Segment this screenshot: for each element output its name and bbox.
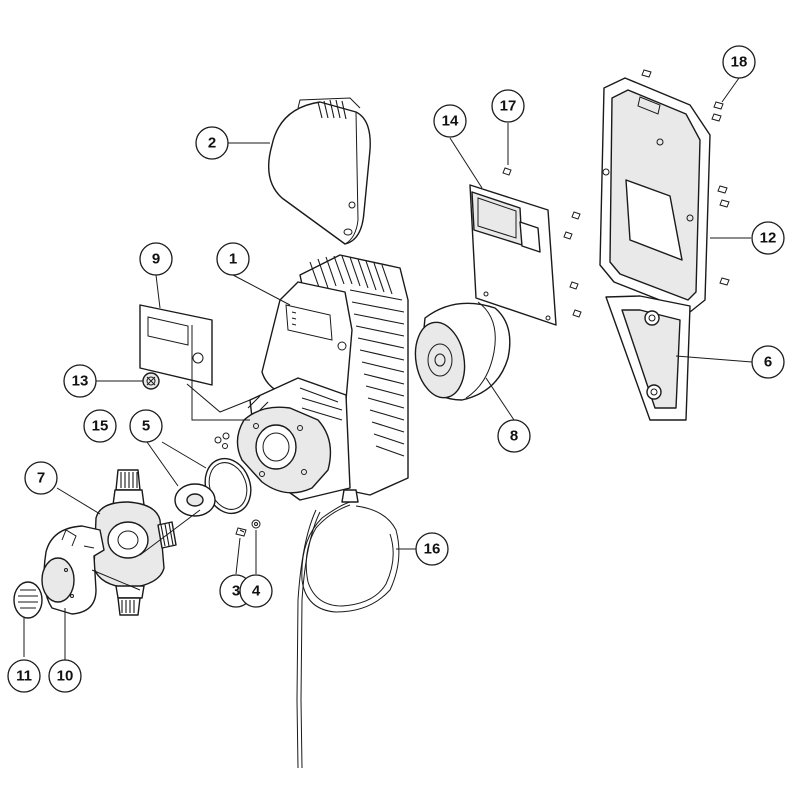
part-screw bbox=[235, 527, 247, 537]
part-grille-cap bbox=[13, 581, 43, 619]
part-diaphragm bbox=[174, 483, 216, 517]
svg-text:1: 1 bbox=[229, 251, 237, 268]
part-screws-panel bbox=[641, 69, 730, 286]
part-knob bbox=[142, 372, 160, 390]
part-back-panel bbox=[599, 77, 711, 313]
svg-text:18: 18 bbox=[731, 54, 748, 71]
callout-1: 1 bbox=[216, 242, 250, 276]
part-motor bbox=[414, 301, 511, 401]
svg-text:5: 5 bbox=[142, 418, 150, 435]
svg-text:7: 7 bbox=[37, 470, 45, 487]
callout-14: 14 bbox=[433, 104, 467, 138]
svg-text:17: 17 bbox=[500, 98, 517, 115]
callout-2: 2 bbox=[195, 126, 229, 160]
svg-text:15: 15 bbox=[92, 418, 109, 435]
callout-18: 18 bbox=[722, 45, 756, 79]
svg-text:8: 8 bbox=[510, 428, 518, 445]
callout-8: 8 bbox=[497, 419, 531, 453]
part-main-housing bbox=[236, 254, 409, 503]
callout-6: 6 bbox=[751, 345, 785, 379]
part-power-cable bbox=[296, 501, 400, 769]
callout-16: 16 bbox=[415, 532, 449, 566]
part-screws-board bbox=[502, 167, 582, 318]
svg-text:3: 3 bbox=[232, 583, 240, 600]
callout-15: 15 bbox=[83, 409, 117, 443]
callout-7: 7 bbox=[24, 461, 58, 495]
svg-text:12: 12 bbox=[760, 230, 777, 247]
callout-17: 17 bbox=[491, 89, 525, 123]
svg-text:6: 6 bbox=[764, 354, 772, 371]
callout-13: 13 bbox=[63, 364, 97, 398]
callout-12: 12 bbox=[751, 221, 785, 255]
svg-text:4: 4 bbox=[252, 583, 261, 600]
part-front-cover bbox=[41, 525, 105, 615]
svg-text:13: 13 bbox=[72, 373, 89, 390]
part-label-plate bbox=[139, 304, 213, 386]
part-display-board bbox=[469, 184, 557, 326]
callout-9: 9 bbox=[139, 242, 173, 276]
svg-text:10: 10 bbox=[57, 668, 74, 685]
part-pump-head bbox=[93, 469, 177, 616]
part-washer bbox=[251, 519, 261, 529]
callout-11: 11 bbox=[7, 659, 41, 693]
svg-text:9: 9 bbox=[152, 251, 160, 268]
part-cover-lid bbox=[268, 97, 371, 245]
callout-4: 4 bbox=[239, 574, 273, 608]
callout-5: 5 bbox=[129, 409, 163, 443]
part-mounting-bracket bbox=[605, 295, 691, 421]
svg-text:11: 11 bbox=[16, 668, 32, 685]
part-screws-head bbox=[214, 432, 230, 449]
leader-lines bbox=[23, 77, 753, 660]
svg-text:14: 14 bbox=[442, 113, 459, 130]
callout-10: 10 bbox=[48, 659, 82, 693]
svg-text:2: 2 bbox=[208, 135, 216, 152]
svg-text:16: 16 bbox=[424, 541, 441, 558]
